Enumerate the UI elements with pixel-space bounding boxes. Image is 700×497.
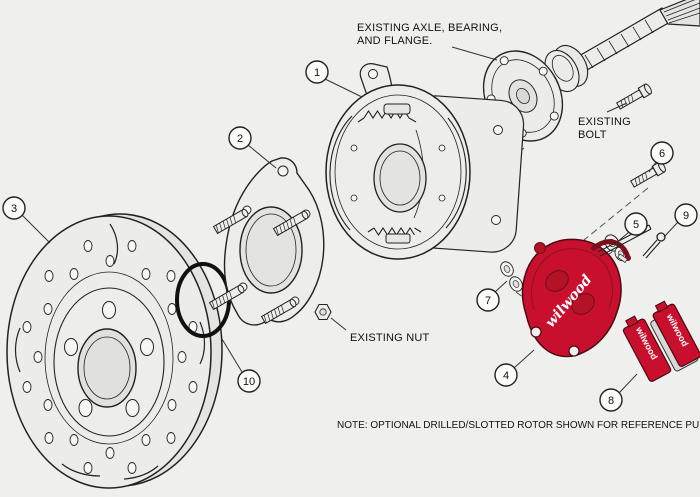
- svg-text:9: 9: [683, 210, 689, 222]
- svg-text:3: 3: [11, 203, 17, 215]
- callout-2: 2: [228, 126, 252, 150]
- axle-bracket: [209, 157, 325, 326]
- drilled-holes-outer-ring: [22, 240, 198, 474]
- callout-10: 10: [237, 369, 261, 393]
- callout-5: 5: [624, 212, 648, 236]
- callout-6: 6: [650, 141, 674, 165]
- axle-opening: [373, 143, 427, 213]
- callout-7: 7: [476, 288, 500, 312]
- brake-pads: wilwood wilwood: [622, 300, 700, 382]
- brake-shoe-left: [329, 115, 353, 231]
- svg-text:8: 8: [608, 395, 614, 407]
- label-existing-nut: EXISTING NUT: [350, 332, 429, 344]
- rotor-center-hole: [77, 328, 137, 408]
- crossover-tube: [592, 239, 631, 259]
- callout-9: 9: [674, 203, 698, 227]
- label-existing-bolt-line2: BOLT: [578, 129, 607, 141]
- svg-text:10: 10: [243, 376, 255, 388]
- rotor-slots: [14, 223, 206, 480]
- callout-8: 8: [599, 388, 623, 412]
- caliper-mount-hole: [568, 345, 580, 357]
- drilled-holes-inner-ring: [33, 255, 187, 459]
- caliper-mount-hole: [530, 326, 542, 338]
- svg-text:7: 7: [485, 295, 491, 307]
- svg-text:6: 6: [659, 148, 665, 160]
- svg-text:2: 2: [237, 133, 243, 145]
- wilwood-caliper: wilwood: [521, 238, 631, 358]
- callout-4: 4: [494, 363, 518, 387]
- drilled-slotted-rotor: [6, 213, 223, 489]
- brake-shoe-right: [445, 117, 467, 229]
- wheel-cylinder: [383, 103, 411, 115]
- bleed-screw: [617, 253, 628, 263]
- label-existing-axle-line1: EXISTING AXLE, BEARING,: [357, 22, 502, 34]
- callout-3: 3: [2, 196, 26, 220]
- leader-lines: [21, 46, 679, 394]
- svg-text:5: 5: [633, 219, 639, 231]
- brake-pad: wilwood: [622, 315, 672, 382]
- backing-plate-assembly: [325, 63, 525, 260]
- inlet-fitting: [534, 242, 546, 254]
- note-text: NOTE: OPTIONAL DRILLED/SLOTTED ROTOR SHO…: [337, 420, 700, 431]
- cotter-pin: [642, 232, 666, 259]
- return-spring-lower: [373, 226, 415, 237]
- brake-pad: wilwood: [650, 300, 700, 372]
- existing-axle-assembly: [482, 0, 700, 142]
- svg-text:1: 1: [314, 67, 320, 79]
- label-existing-axle-line2: AND FLANGE.: [357, 35, 433, 47]
- label-existing-bolt-line1: EXISTING: [578, 116, 631, 128]
- shoe-adjuster: [385, 233, 411, 244]
- svg-text:4: 4: [503, 370, 509, 382]
- existing-nut-part: [314, 303, 332, 321]
- callout-1: 1: [305, 60, 329, 84]
